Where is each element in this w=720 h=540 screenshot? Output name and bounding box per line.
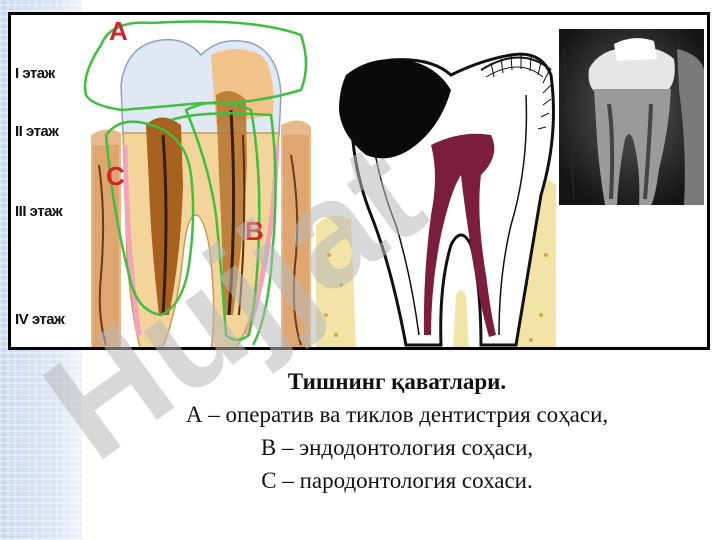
caption-line-c: С – пародонтология сохаси. [261,468,533,493]
tooth-xray-image [559,29,704,205]
caption-line-a: А – оператив ва тиклов дентистрия соҳаси… [185,402,609,427]
floor-label-1: I этаж [15,65,55,82]
tooth-cross-section-illustration [83,20,556,347]
floor-label-2: II этаж [15,123,59,140]
zone-letter-c: C [106,161,125,191]
tooth-figure: I этаж II этаж III этаж IV этаж A C B [8,12,710,350]
floor-label-4: IV этаж [15,311,65,328]
caption-title: Тишнинг қаватлари. [287,369,507,394]
zone-letter-a: A [109,16,128,46]
floor-label-3: III этаж [15,203,63,220]
caption-line-b: В – эндодонтология соҳаси, [260,435,534,460]
figure-caption: Тишнинг қаватлари. А – оператив ва тикло… [82,366,712,497]
zone-letter-b: B [245,216,264,246]
